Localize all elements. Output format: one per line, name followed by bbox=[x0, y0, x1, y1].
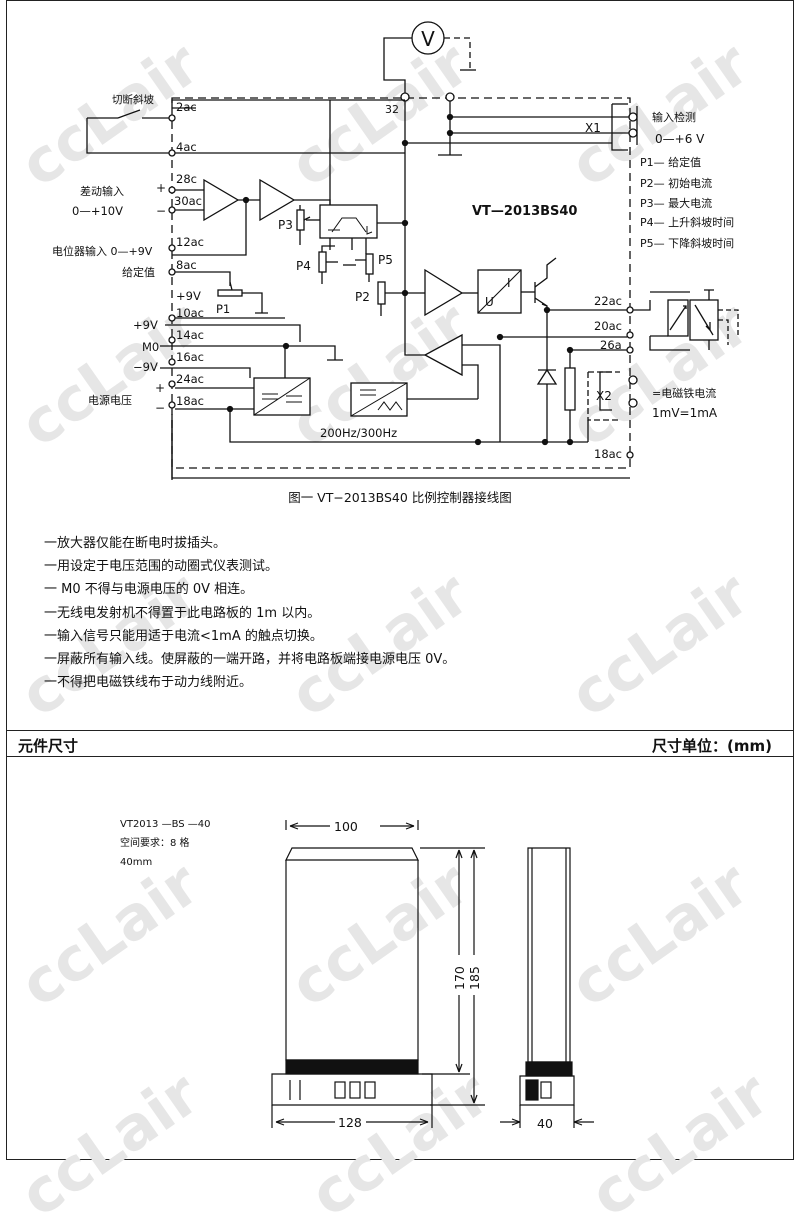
terminal-22ac: 22ac bbox=[594, 294, 622, 308]
terminal-4ac: 4ac bbox=[176, 140, 197, 154]
freewheel-diode bbox=[536, 368, 558, 385]
notes-list: 一放大器仅能在断电时拔插头。 一用设定于电压范围的动圈式仪表测试。 一 M0 不… bbox=[44, 532, 455, 694]
terminal-24ac: 24ac bbox=[176, 372, 204, 386]
dim-height-outer: 185 bbox=[467, 966, 482, 990]
p1-label: P1 bbox=[216, 302, 230, 316]
note-item: 一放大器仅能在断电时拔插头。 bbox=[44, 536, 227, 551]
terminal-8ac: 8ac bbox=[176, 258, 197, 272]
terminal-16ac: 16ac bbox=[176, 350, 204, 364]
coil-current-label: =电磁铁电流 bbox=[652, 386, 716, 400]
note-item: 一用设定于电压范围的动圈式仪表测试。 bbox=[44, 559, 279, 575]
p2-trimmer bbox=[377, 281, 386, 305]
terminal-30ac: 30ac bbox=[174, 194, 202, 208]
input-detect-label: 输入检测 bbox=[652, 110, 696, 124]
dimensions-section-header: 元件尺寸 尺寸单位：(mm) bbox=[6, 730, 794, 757]
power-minus: − bbox=[155, 401, 165, 415]
minus9v-label: −9V bbox=[133, 360, 158, 374]
page-frame bbox=[6, 0, 794, 1160]
plus9v-label: +9V bbox=[133, 318, 158, 332]
terminal-20ac: 20ac bbox=[594, 319, 622, 333]
board-outline bbox=[171, 97, 631, 469]
dim-top-width: 100 bbox=[334, 819, 358, 834]
note-item: 一不得把电磁铁线布于动力线附近。 bbox=[44, 675, 253, 691]
p2-label: P2 bbox=[355, 290, 370, 304]
module-space: 空间要求：8 格 bbox=[120, 838, 190, 849]
legend-p2: P2— 初始电流 bbox=[640, 176, 712, 190]
u-label: U bbox=[485, 295, 494, 309]
dimension-drawing: 100 128 170 185 40 bbox=[271, 819, 594, 1131]
pot-input-label: 电位器输入 0—+9V bbox=[52, 244, 153, 258]
note-item: 一无线电发射机不得置于此电路板的 1m 以内。 bbox=[44, 605, 321, 621]
dim-side-width: 40 bbox=[537, 1116, 553, 1131]
voltmeter: V bbox=[383, 21, 476, 102]
module-model: VT2013 —BS —40 bbox=[120, 819, 211, 830]
input-range-label: 0—+6 V bbox=[655, 132, 705, 146]
legend-p3: P3— 最大电流 bbox=[640, 196, 712, 210]
power-supply-label: 电源电压 bbox=[88, 393, 132, 407]
diff-amplifier bbox=[203, 178, 240, 222]
front-view: 100 128 170 185 bbox=[271, 819, 485, 1130]
diff-plus: + bbox=[156, 181, 166, 195]
terminal-10ac: 10ac bbox=[176, 306, 204, 320]
cutoff-ramp-label: 切断斜坡 bbox=[112, 93, 154, 106]
power-plus: + bbox=[155, 381, 165, 395]
note-item: 一 M0 不得与电源电压的 0V 相连。 bbox=[44, 582, 254, 598]
p5-label: P5 bbox=[378, 253, 393, 267]
legend-p4: P4— 上升斜坡时间 bbox=[640, 216, 734, 229]
sense-resistor bbox=[564, 367, 576, 411]
terminal-12ac: 12ac bbox=[176, 235, 204, 249]
dim-height-inner: 170 bbox=[452, 966, 467, 990]
diff-minus: − bbox=[156, 204, 166, 218]
coil-ratio-label: 1mV=1mA bbox=[652, 406, 718, 420]
module-info: VT2013 —BS —40 空间要求：8 格 40mm bbox=[120, 815, 211, 872]
dither-frequency: 200Hz/300Hz bbox=[320, 426, 397, 440]
section-unit: 尺寸单位：(mm) bbox=[652, 737, 772, 755]
buffer-amplifier bbox=[259, 178, 296, 222]
note-item: 一输入信号只能用适于电流<1mA 的触点切换。 bbox=[44, 628, 323, 644]
wiring-schematic: V 32 X1 输入检测 0—+6 V P1— 给定值 P2— 初始电流 P3—… bbox=[52, 21, 739, 480]
i-label: I bbox=[507, 276, 511, 290]
note-item: 一屏蔽所有输入线。使屏蔽的一端开路，并将电路板端接电源电压 0V。 bbox=[44, 652, 456, 668]
module-width: 40mm bbox=[120, 857, 153, 868]
section-title: 元件尺寸 bbox=[18, 737, 79, 755]
p3-trimmer bbox=[296, 209, 305, 231]
dim-bottom-width: 128 bbox=[338, 1115, 362, 1130]
controller-model: VT—2013BS40 bbox=[472, 204, 577, 219]
m0-label: M0 bbox=[142, 340, 159, 354]
p4-label: P4 bbox=[296, 259, 311, 273]
output-transistor bbox=[534, 257, 557, 310]
setpoint-label: 给定值 bbox=[122, 265, 155, 279]
p5-trimmer bbox=[365, 253, 374, 275]
voltmeter-label: V bbox=[421, 27, 435, 51]
x1-connector bbox=[611, 103, 638, 151]
legend-p1: P1— 给定值 bbox=[640, 155, 701, 169]
terminal-28c: 28c bbox=[176, 172, 197, 186]
setpoint-amplifier bbox=[424, 268, 464, 317]
p1-trimmer bbox=[217, 289, 243, 297]
terminal-18ac-right: 18ac bbox=[594, 447, 622, 461]
figure-caption: 图一 VT−2013BS40 比例控制器接线图 bbox=[288, 490, 512, 505]
feedback-amplifier bbox=[423, 333, 463, 377]
p4-trimmer bbox=[318, 251, 327, 273]
x1-label: X1 bbox=[585, 121, 601, 135]
legend-p5: P5— 下降斜坡时间 bbox=[640, 236, 734, 250]
terminal-14ac: 14ac bbox=[176, 328, 204, 342]
terminal-26a: 26a bbox=[600, 338, 622, 352]
terminal-2ac: 2ac bbox=[176, 100, 197, 114]
diff-input-label: 差动输入 bbox=[80, 184, 124, 198]
proportional-solenoid bbox=[649, 289, 739, 351]
terminal-18ac: 18ac bbox=[176, 394, 204, 408]
p3-label: P3 bbox=[278, 218, 293, 232]
node-32-label: 32 bbox=[385, 103, 399, 116]
x2-label: X2 bbox=[596, 389, 612, 403]
diff-range-label: 0—+10V bbox=[72, 204, 123, 218]
side-view: 40 bbox=[500, 847, 594, 1131]
p1-plus9v-label: +9V bbox=[176, 289, 201, 303]
